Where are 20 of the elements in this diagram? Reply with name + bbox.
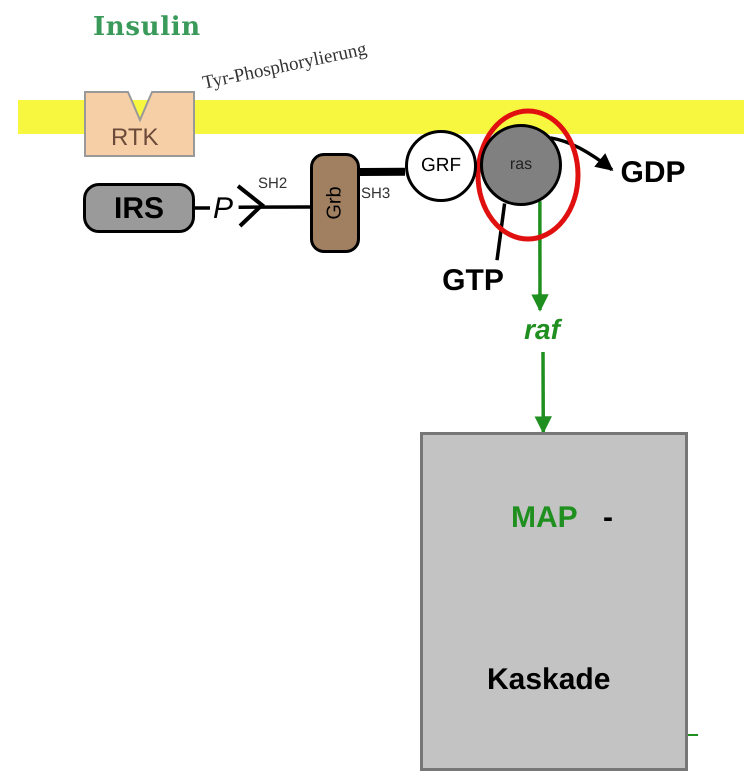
connector-line <box>238 205 310 209</box>
kinase-label: raf <box>524 309 560 351</box>
protein-label: Grb <box>323 186 347 220</box>
molecule-label: GDP <box>620 154 686 190</box>
connector-line <box>360 168 406 176</box>
edge-label: SH3 <box>361 186 390 201</box>
protein-label: IRS <box>114 190 164 226</box>
hormone-label: Insulin <box>93 11 201 44</box>
arrow <box>531 201 549 312</box>
cascade-label: MAP <box>511 500 578 536</box>
cascade-label: Kaskade <box>487 662 610 698</box>
connector-line <box>195 206 210 210</box>
molecule-label: GTP <box>442 262 504 298</box>
receptor-label: RTK <box>111 123 159 153</box>
cascade-label: - <box>603 500 613 536</box>
protein-label: ras <box>510 155 532 175</box>
protein-label: GRF <box>420 154 462 178</box>
arrow <box>534 352 552 434</box>
edge-label: SH2 <box>258 176 288 191</box>
phosphate-label: P <box>212 190 233 226</box>
